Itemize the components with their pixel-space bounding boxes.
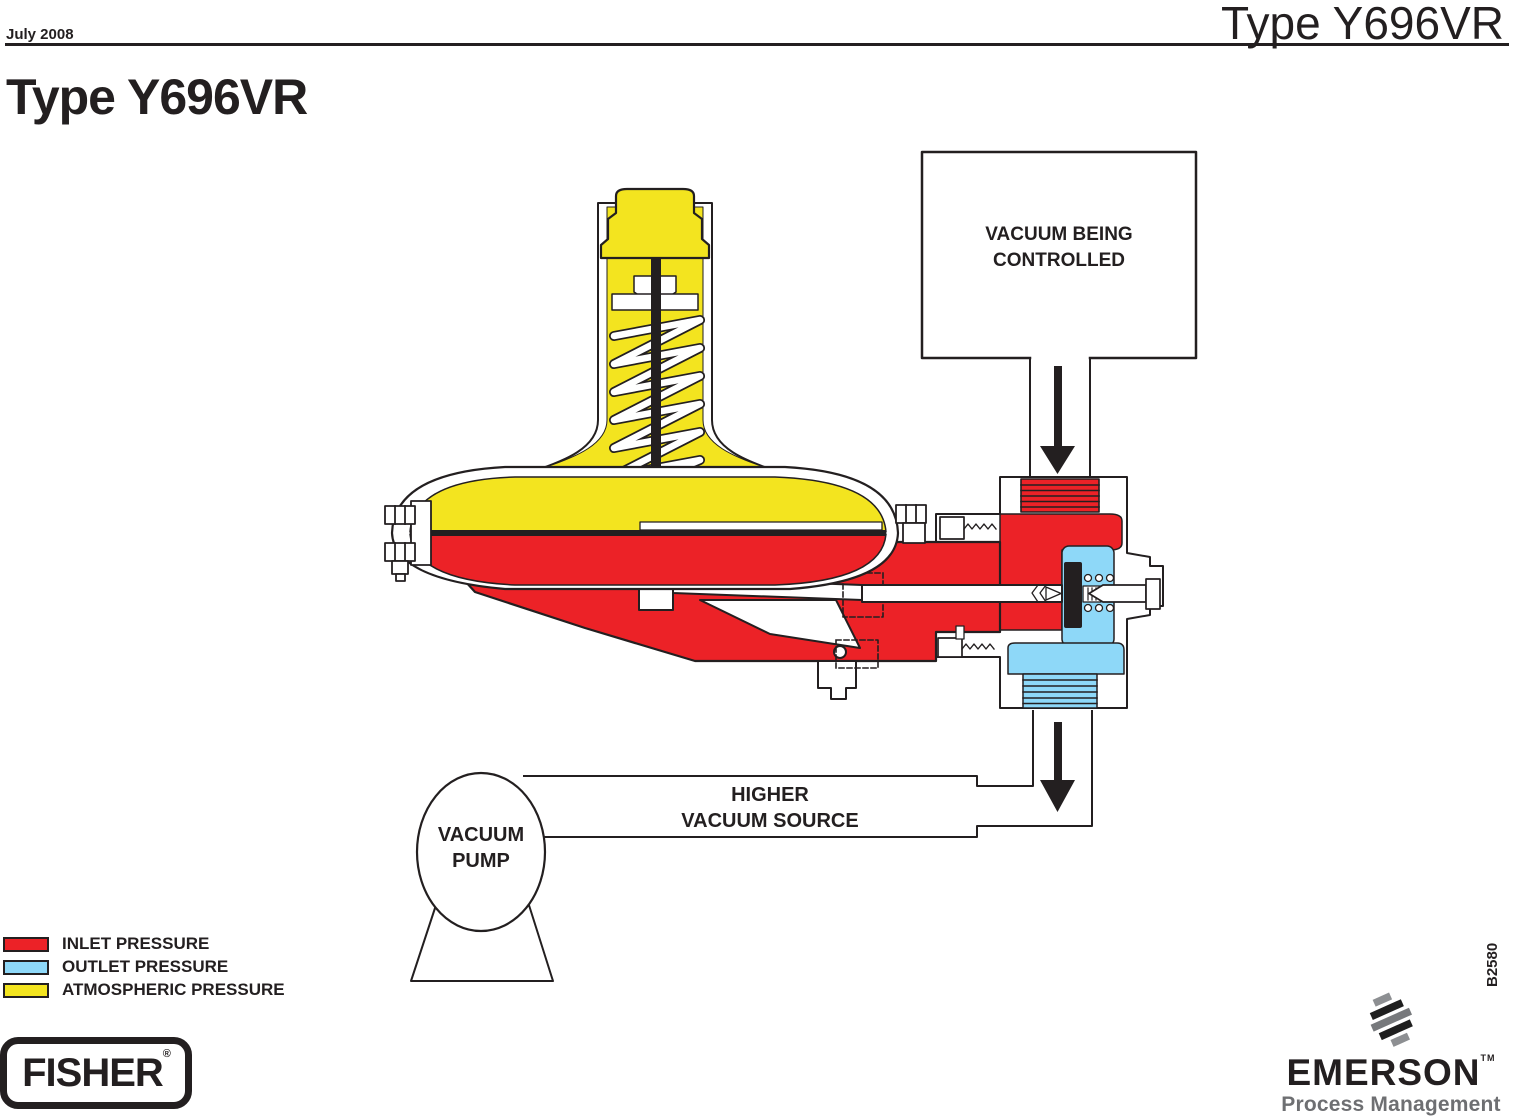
document-title: Type Y696VR — [1220, 0, 1504, 49]
valve-stem-assembly — [861, 562, 1161, 628]
vbc-line1: VACUUM BEING — [985, 224, 1133, 245]
closing-cap — [599, 187, 711, 260]
vbc-line2: CONTROLLED — [993, 249, 1125, 271]
fisher-wordmark: FISHER — [22, 1051, 164, 1095]
legend-item-atmospheric: ATMOSPHERIC PRESSURE — [3, 980, 285, 999]
emerson-logo: EMERSONTM Process Management — [1272, 986, 1510, 1116]
fisher-logo-text: FISHER® — [22, 1049, 171, 1095]
hv-line1: HIGHER — [731, 784, 809, 806]
pump-line1: VACUUM — [437, 824, 525, 846]
vacuum-pump-symbol — [410, 771, 554, 982]
header-rule — [5, 43, 1509, 46]
atmospheric-swatch — [3, 982, 49, 998]
casing-bolts-right — [895, 504, 927, 544]
registered-mark: ® — [162, 1048, 171, 1060]
legend-item-inlet: INLET PRESSURE — [3, 934, 285, 953]
legend-item-outlet: OUTLET PRESSURE — [3, 957, 285, 976]
diaphragm-casing — [390, 465, 900, 591]
valve-disc — [1064, 562, 1082, 628]
outlet-duct — [523, 710, 1093, 838]
fisher-logo: FISHER® — [0, 1037, 192, 1109]
diaphragm — [410, 530, 886, 536]
emerson-diamond-icon — [1369, 992, 1413, 1047]
page-heading: Type Y696VR — [6, 69, 308, 125]
body-spout — [817, 660, 857, 700]
legend-label-atmospheric: ATMOSPHERIC PRESSURE — [62, 980, 285, 999]
figure-code: B2580 — [1484, 942, 1501, 987]
vacuum-being-controlled-label: VACUUM BEING CONTROLLED — [924, 222, 1194, 273]
publication-date: July 2008 — [6, 26, 74, 43]
higher-vacuum-source-label: HIGHER VACUUM SOURCE — [570, 782, 970, 834]
emerson-subtitle: Process Management — [1281, 1093, 1501, 1116]
inlet-swatch — [3, 936, 49, 952]
pump-line2: PUMP — [452, 850, 510, 872]
valve-spring-coils — [1083, 573, 1115, 613]
legend-label-outlet: OUTLET PRESSURE — [62, 957, 229, 976]
valve-flange-fasteners — [937, 516, 997, 658]
casing-bolts-left — [384, 500, 432, 582]
pressure-legend: INLET PRESSURE OUTLET PRESSURE ATMOSPHER… — [3, 934, 285, 1005]
emerson-text: EMERSON — [1286, 1052, 1481, 1093]
outlet-swatch — [3, 959, 49, 975]
vacuum-being-controlled-box — [920, 150, 1198, 360]
legend-label-inlet: INLET PRESSURE — [62, 934, 210, 953]
flow-arrow-down-inlet — [1040, 366, 1075, 474]
trademark-mark: TM — [1480, 1053, 1496, 1063]
emerson-wordmark: EMERSONTM — [1272, 1052, 1510, 1093]
flow-arrow-down-outlet — [1040, 722, 1075, 812]
vacuum-pump-label: VACUUM PUMP — [421, 822, 541, 874]
inlet-duct — [1029, 357, 1091, 479]
hv-line2: VACUUM SOURCE — [681, 810, 859, 832]
inlet-pressure-region — [999, 478, 1123, 631]
